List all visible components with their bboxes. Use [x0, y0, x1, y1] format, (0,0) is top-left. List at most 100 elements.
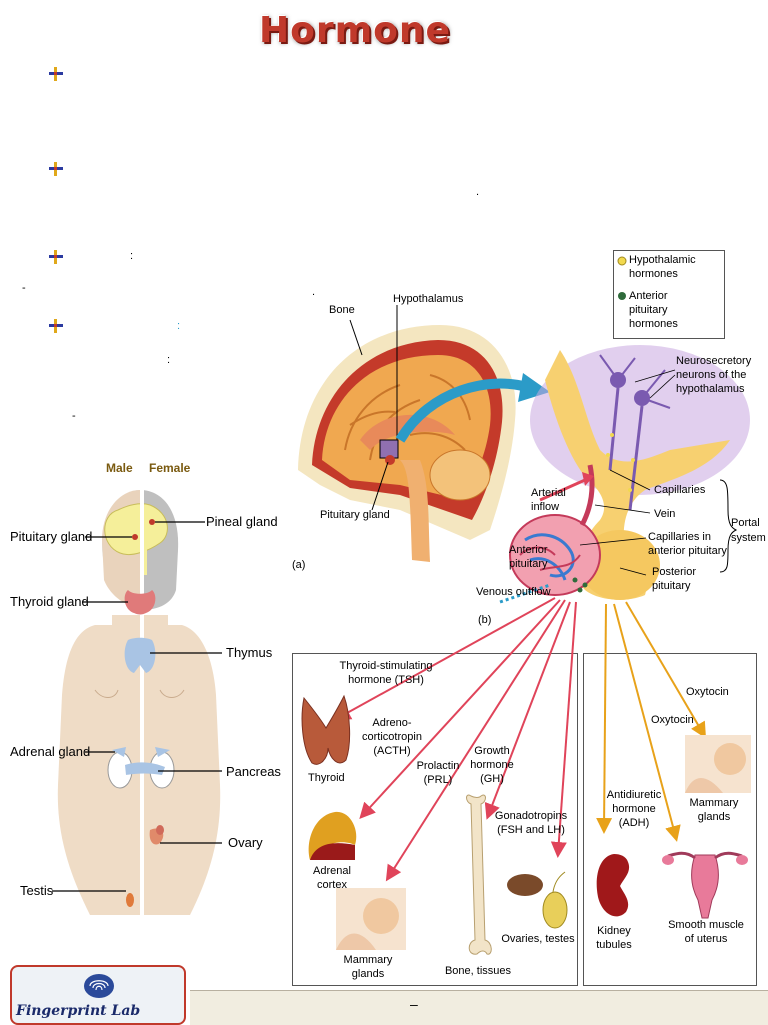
neurosecretory-label-3: hypothalamus [676, 383, 745, 395]
mammary2-label-2: glands [697, 811, 731, 823]
thyroid-target-label: Thyroid [308, 772, 345, 784]
colon-mark: : [177, 320, 181, 332]
tsh-label-1: Thyroid-stimulating [339, 660, 433, 672]
legend-hypothalamic: Hypothalamic [629, 254, 696, 266]
bullet-icon [49, 162, 63, 176]
thymus-label: Thymus [226, 645, 273, 660]
footer-dash: – [410, 996, 418, 1012]
vein-label: Vein [654, 508, 676, 520]
footer-bar [190, 990, 768, 1025]
testis-label: Testis [20, 883, 54, 898]
legend-box [613, 250, 725, 339]
mammary-label-1: Mammary [343, 954, 393, 966]
portal-system-label-1: Portal [731, 517, 760, 529]
gh-label-2: hormone [470, 759, 514, 771]
ovaries-testes-icon [507, 871, 568, 929]
bullet-icon [49, 319, 63, 333]
female-header: Female [149, 461, 191, 475]
posterior-targets-box [583, 653, 757, 986]
fingerprint-lab-logo: Fingerprint Lab [10, 965, 186, 1025]
panel-a-label: (a) [292, 559, 306, 571]
bullet-icon [49, 250, 63, 264]
tsh-label-2: hormone (TSH) [348, 674, 424, 686]
legend-anterior-2: pituitary [629, 304, 668, 316]
thyroid-organ-icon [301, 694, 351, 765]
pituitary-gland-label-brain: Pituitary gland [320, 509, 390, 521]
gh-label-1: Growth [474, 745, 510, 757]
bone-label: Bone [329, 304, 355, 316]
kidney-tubules-label-1: Kidney [597, 925, 631, 937]
neurosecretory-label-2: neurons of the [676, 369, 747, 381]
oxytocin-label-2: Oxytocin [651, 714, 694, 726]
legend-anterior: Anterior [629, 290, 668, 302]
prl-label-1: Prolactin [416, 760, 460, 772]
bone-icon [466, 794, 492, 955]
male-header: Male [106, 461, 133, 475]
breastfeeding-icon [336, 888, 406, 950]
adh-label-2: hormone [612, 803, 656, 815]
legend-hypothalamic-2: hormones [629, 268, 678, 280]
arterial-inflow-label-2: inflow [531, 501, 560, 513]
oxytocin-label-1: Oxytocin [686, 686, 729, 698]
curved-arrow-icon [395, 373, 550, 443]
adrenal-cortex-label-1: Adrenal [313, 865, 351, 877]
dash-mark: - [22, 282, 26, 294]
yellow-dot-icon [617, 256, 627, 266]
pancreas-label: Pancreas [226, 764, 281, 779]
gonadotropins-label-2: (FSH and LH) [497, 824, 565, 836]
gh-label-3: (GH) [480, 773, 504, 785]
ovaries-testes-label: Ovaries, testes [501, 933, 575, 945]
fingerprint-icon [84, 974, 114, 998]
panel-b-label: (b) [478, 614, 492, 626]
anterior-targets-box [292, 653, 578, 986]
adrenal-organ-icon [308, 811, 357, 860]
breastfeeding-icon-2 [685, 735, 751, 793]
capillaries-anterior-label-2: anterior pituitary [648, 545, 727, 557]
venous-outflow-label: Venous outflow [476, 586, 551, 598]
acth-label-3: (ACTH) [373, 745, 411, 757]
anterior-pituitary-label-1: Anterior [509, 544, 548, 556]
neurosecretory-label-1: Neurosecretory [676, 355, 752, 367]
logo-text: Fingerprint Lab [16, 1003, 141, 1019]
posterior-pituitary-label-2: pituitary [652, 580, 691, 592]
hormone-arrows [334, 597, 707, 882]
colon-mark: : [130, 250, 134, 262]
anterior-pituitary-label-2: pituitary [509, 558, 548, 570]
prl-label-2: (PRL) [423, 774, 453, 786]
hypothalamus-label: Hypothalamus [393, 293, 464, 305]
pituitary-portal-figure [499, 345, 750, 604]
uterus-label-1: Smooth muscle [668, 919, 744, 931]
adh-label-3: (ADH) [618, 817, 650, 829]
portal-system-label-2: system [731, 532, 766, 544]
capillaries-anterior-label-1: Capillaries in [648, 531, 711, 543]
green-dot-icon [618, 292, 626, 300]
colon-mark: : [167, 354, 171, 366]
ovary-label: Ovary [228, 835, 263, 850]
dash-mark: - [72, 410, 76, 422]
mammary2-label-1: Mammary [689, 797, 739, 809]
arterial-inflow-label-1: Arterial [531, 487, 566, 499]
kidney-tubules-label-2: tubules [596, 939, 632, 951]
uterus-label-2: of uterus [684, 933, 728, 945]
bone-tissues-label: Bone, tissues [444, 965, 512, 977]
dot-mark: . [312, 286, 316, 298]
acth-label-2: corticotropin [362, 731, 422, 743]
posterior-pituitary-label-1: Posterior [652, 566, 697, 578]
uterus-organ-icon [662, 851, 748, 919]
capillaries-label: Capillaries [654, 484, 706, 496]
dot-mark: . [476, 186, 480, 198]
adh-label-1: Antidiuretic [606, 789, 662, 801]
acth-label-1: Adreno- [372, 717, 412, 729]
kidney-organ-icon [596, 854, 630, 917]
body-endocrine-figure [52, 480, 222, 920]
mammary-label-2: glands [351, 968, 385, 980]
thyroid-gland-label: Thyroid gland [10, 594, 89, 609]
gonadotropins-label-1: Gonadotropins [494, 810, 568, 822]
pituitary-gland-label: Pituitary gland [10, 529, 93, 544]
adrenal-gland-label: Adrenal gland [10, 744, 91, 759]
adrenal-cortex-label-2: cortex [317, 879, 347, 891]
pineal-gland-label: Pineal gland [206, 514, 278, 529]
page-title: Hormone [259, 10, 451, 51]
legend-anterior-3: hormones [629, 318, 678, 330]
bullet-icon [49, 67, 63, 81]
